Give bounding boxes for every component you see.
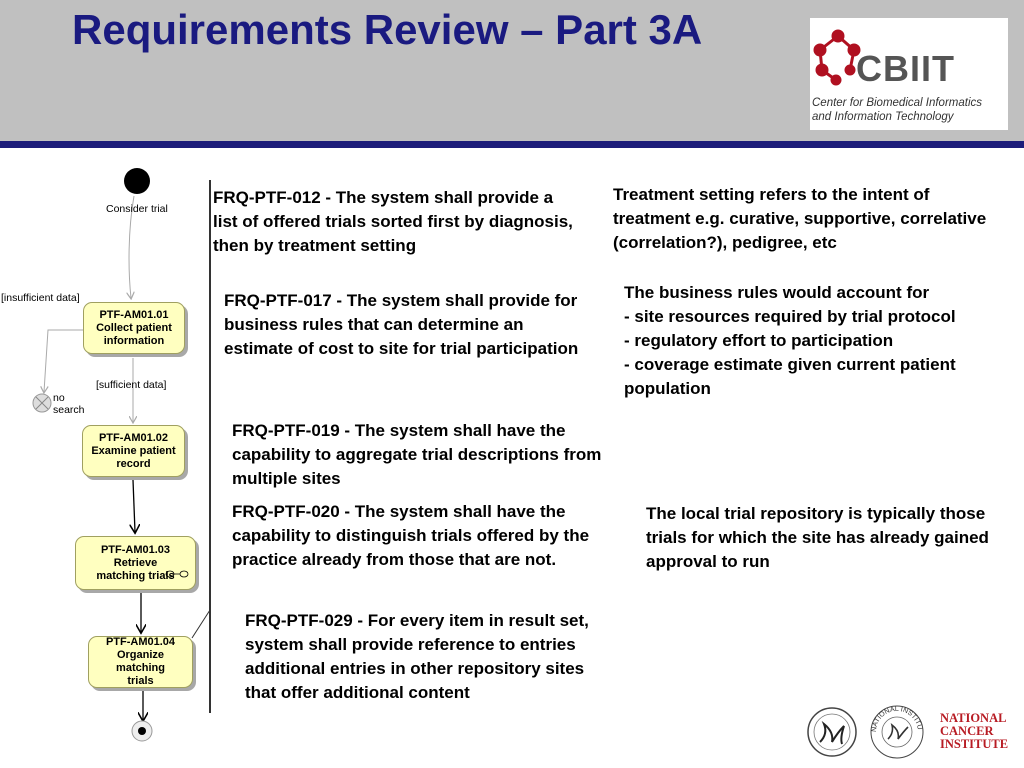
nci-logo: NATIONAL CANCER INSTITUTE: [940, 711, 1008, 751]
activity-node-examine[interactable]: PTF-AM01.02 Examine patient record: [82, 425, 185, 477]
activity-node-retrieve[interactable]: PTF-AM01.03 Retrieve matching trials: [75, 536, 196, 590]
node-label: Examine patient: [91, 444, 176, 457]
logo-name: CBIIT: [856, 48, 955, 89]
hhs-seal-icon: [807, 707, 857, 757]
insufficient-data-label: [insufficient data]: [1, 292, 80, 304]
node-label: record: [116, 457, 151, 470]
requirement-frq-ptf-020: FRQ-PTF-020 - The system shall have the …: [232, 502, 590, 569]
node-label: information: [103, 334, 165, 347]
slide-title: Requirements Review – Part 3A: [72, 6, 703, 53]
node-label: Collect patient: [96, 321, 172, 334]
note-treatment-setting: Treatment setting refers to the intent o…: [613, 185, 987, 252]
note-business-item: - coverage estimate given current patien…: [624, 355, 956, 398]
activity-diagram-lines: [32, 168, 211, 742]
node-label: PTF-AM01.04: [105, 636, 176, 648]
note-business-intro: The business rules would account for: [624, 283, 930, 302]
start-label: Consider trial: [106, 203, 168, 215]
node-label: matching trials: [96, 569, 175, 582]
note-local-repository: The local trial repository is typically …: [646, 504, 989, 571]
note-business-rules: The business rules would account for - s…: [624, 281, 994, 401]
requirement-frq-ptf-017: FRQ-PTF-017 - The system shall provide f…: [224, 291, 579, 358]
nci-logo-line1: NATIONAL: [940, 711, 1006, 725]
subactivity-icon: [165, 570, 189, 578]
header-rule: [0, 141, 1024, 148]
requirement-frq-ptf-029: FRQ-PTF-029 - For every item in result s…: [245, 611, 589, 702]
nci-logo-line2: CANCER: [940, 724, 994, 738]
nih-seal-icon: NATIONAL INSTITUTES OF HEALTH: [868, 703, 924, 759]
sufficient-data-label: [sufficient data]: [96, 379, 167, 391]
activity-node-collect[interactable]: PTF-AM01.01 Collect patient information: [83, 302, 185, 354]
no-search-line1: no: [53, 392, 65, 404]
logo-subtitle-line2: and Information Technology: [812, 111, 954, 123]
start-node: [124, 168, 150, 194]
no-search-end-node: [32, 393, 52, 413]
cbiit-logo: [810, 18, 1008, 130]
divider-line: [209, 180, 211, 713]
node-label: Organize matching: [116, 649, 165, 674]
nci-logo-line3: INSTITUTE: [940, 737, 1008, 751]
activity-node-organize[interactable]: PTF-AM01.04 Organize matching trials: [88, 636, 193, 688]
final-node: [131, 720, 153, 742]
node-label: PTF-AM01.02: [98, 431, 169, 444]
no-search-line2: search: [53, 404, 85, 416]
no-search-label: no search: [53, 392, 85, 416]
molecule-icon: [813, 29, 861, 86]
logo-subtitle: Center for Biomedical Informatics and In…: [812, 96, 1008, 124]
node-label: PTF-AM01.01: [99, 308, 169, 321]
logo-subtitle-line1: Center for Biomedical Informatics: [812, 97, 983, 109]
note-business-item: - regulatory effort to participation: [624, 331, 894, 350]
requirement-frq-ptf-012: FRQ-PTF-012 - The system shall provide a…: [213, 188, 573, 255]
node-label: PTF-AM01.03 Retrieve: [100, 543, 171, 569]
requirement-frq-ptf-019: FRQ-PTF-019 - The system shall have the …: [232, 421, 602, 488]
note-business-item: - site resources required by trial proto…: [624, 307, 956, 326]
node-label: trials: [127, 675, 154, 687]
